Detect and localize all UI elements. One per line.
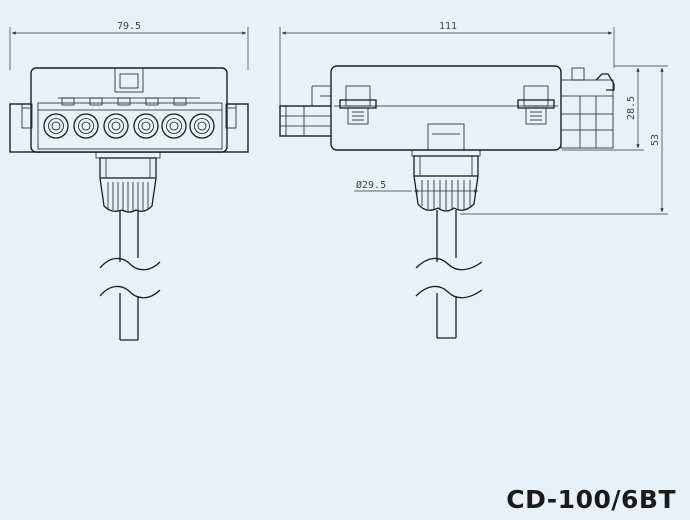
side-plug-nose <box>279 105 333 137</box>
front-contact-sockets <box>43 113 215 139</box>
side-screw-left <box>339 85 377 125</box>
side-screw-right <box>517 85 555 125</box>
front-width-dimension: 79.5 <box>9 21 249 70</box>
side-length-dimension: 111 <box>279 21 615 106</box>
side-view: 111 <box>279 21 668 339</box>
side-length-label: 111 <box>439 21 457 32</box>
front-view: 79.5 <box>9 21 249 341</box>
side-latch <box>560 67 615 149</box>
front-width-label: 79.5 <box>117 21 141 32</box>
side-cable-gland <box>411 123 481 212</box>
front-cable-gland <box>95 151 161 213</box>
side-diameter-dimension: Ø29.5 <box>354 179 479 193</box>
model-number: CD-100/6BT <box>506 485 676 514</box>
side-total-height-dimension: 53 <box>460 67 668 215</box>
side-cable <box>415 210 483 339</box>
side-diameter-label: Ø29.5 <box>356 179 386 191</box>
front-cable <box>99 210 161 341</box>
side-height-dimension: 28.5 <box>562 65 668 151</box>
side-total-height-label: 53 <box>650 134 661 146</box>
side-height-label: 28.5 <box>626 96 637 120</box>
